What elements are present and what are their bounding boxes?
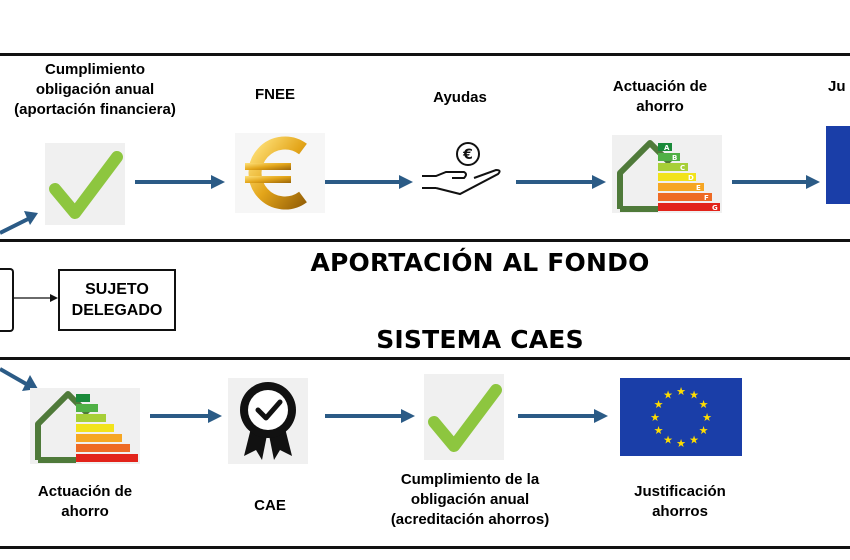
eu-flag-tile-bottom: ★★★★★★★★★★★★ — [620, 378, 742, 456]
step-label-cae: CAE — [254, 497, 286, 514]
arrow-top-4 — [732, 175, 820, 189]
arrow-top-3 — [516, 175, 606, 189]
checkmark-icon — [49, 151, 123, 219]
eu-star: ★ — [663, 435, 673, 447]
hand-euro-tile: € — [420, 140, 505, 210]
arrow-top-2 — [325, 175, 413, 189]
bottom-border-line — [0, 546, 850, 549]
eu-star: ★ — [676, 386, 686, 398]
left-partial-box — [0, 268, 14, 332]
certificate-tile — [228, 378, 308, 464]
eu-star: ★ — [654, 399, 664, 411]
energy-house-tile-bottom — [30, 388, 140, 464]
arrow-to-subject — [14, 294, 58, 302]
energy-letter-d: D — [688, 174, 694, 182]
eu-star: ★ — [676, 438, 686, 450]
arrow-bottom-3 — [518, 409, 608, 423]
energy-letter-a: A — [664, 144, 670, 152]
step-label-justificacion-top: Ju — [828, 78, 846, 95]
step-label-compliance-savings: Cumplimiento de la obligación anual (acr… — [390, 471, 550, 528]
eu-star: ★ — [689, 390, 699, 402]
checkmark-tile-bottom — [424, 374, 504, 460]
eu-star: ★ — [663, 390, 673, 402]
eu-star: ★ — [689, 435, 699, 447]
section-title-caes: SISTEMA CAES — [376, 325, 584, 354]
checkmark-tile — [45, 143, 125, 225]
middle-lower-line — [0, 357, 850, 360]
energy-house-icon — [35, 391, 138, 463]
eu-flag-icon: ★★★★★★★★★★★★ — [650, 386, 712, 450]
svg-text:€: € — [462, 147, 473, 163]
energy-house-tile-top: A B C D E F G — [612, 135, 722, 213]
step-label-ayudas: Ayudas — [433, 89, 487, 106]
energy-letter-b: B — [672, 154, 677, 162]
euro-icon — [245, 136, 307, 210]
arrow-into-compliance — [0, 211, 38, 235]
eu-star: ★ — [654, 425, 664, 437]
step-label-actuacion-bottom: Actuación de ahorro — [37, 483, 133, 520]
step-label-justificacion: Justificación ahorros — [634, 483, 726, 520]
step-label-actuacion-top: Actuación de ahorro — [612, 78, 708, 115]
top-border-line — [0, 53, 850, 56]
eu-flag-tile-top — [826, 126, 850, 204]
eu-star: ★ — [702, 412, 712, 424]
energy-letter-c: C — [680, 164, 685, 172]
eu-star: ★ — [699, 399, 709, 411]
certificate-icon — [240, 382, 296, 460]
subject-delegated-box: SUJETO DELEGADO — [58, 269, 176, 331]
checkmark-icon — [428, 384, 502, 452]
section-title-fund: APORTACIÓN AL FONDO — [310, 248, 650, 277]
hand-euro-icon: € — [422, 142, 501, 196]
arrow-top-1 — [135, 175, 225, 189]
eu-star: ★ — [650, 412, 660, 424]
energy-house-icon: A B C D E F G — [617, 140, 720, 212]
energy-letter-g: G — [712, 204, 718, 212]
eu-star: ★ — [699, 425, 709, 437]
energy-letter-e: E — [696, 184, 701, 192]
step-label-fnee: FNEE — [254, 86, 295, 103]
arrow-into-actuacion — [0, 367, 38, 391]
step-label-compliance-financial: Cumplimiento obligación anual (aportació… — [14, 61, 176, 118]
energy-letter-f: F — [704, 194, 709, 202]
euro-tile — [235, 133, 325, 213]
arrow-bottom-1 — [150, 409, 222, 423]
middle-upper-line — [0, 239, 850, 242]
arrow-bottom-2 — [325, 409, 415, 423]
